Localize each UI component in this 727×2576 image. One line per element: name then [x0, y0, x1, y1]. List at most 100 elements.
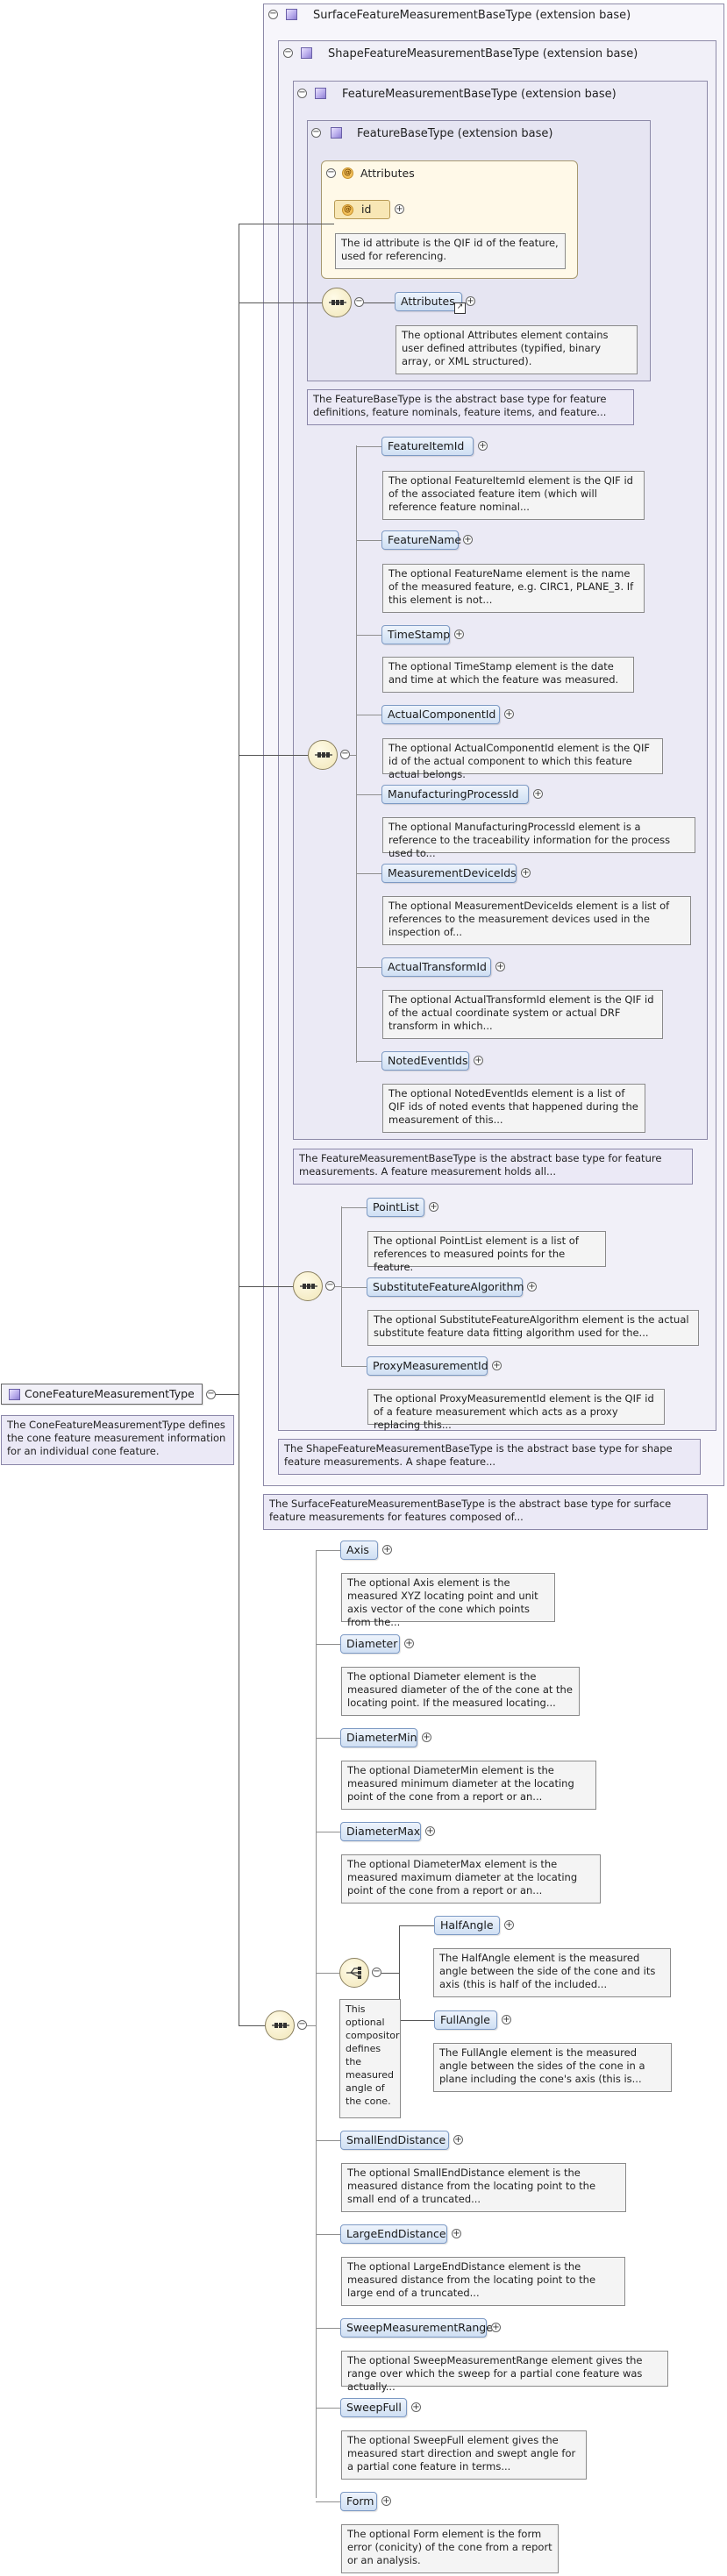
collapse-icon[interactable]: −: [283, 47, 293, 58]
sequence-compositor[interactable]: [308, 740, 338, 770]
type-icon: [301, 47, 312, 59]
collapse-icon[interactable]: −: [372, 1967, 381, 1977]
expand-icon[interactable]: +: [466, 296, 475, 306]
collapse-icon[interactable]: −: [311, 127, 321, 138]
collapse-icon[interactable]: −: [326, 167, 336, 178]
sequence-compositor[interactable]: [322, 288, 352, 317]
element-box[interactable]: FeatureItemId: [381, 437, 474, 456]
attribute-id[interactable]: @ id: [334, 200, 390, 219]
element-box[interactable]: DiameterMax: [340, 1822, 421, 1841]
expand-icon[interactable]: +: [495, 962, 505, 971]
expand-icon[interactable]: +: [422, 1733, 431, 1742]
expand-icon[interactable]: +: [533, 789, 543, 799]
element-doc: The optional FeatureItemId element is th…: [382, 471, 645, 520]
expand-icon[interactable]: +: [502, 2015, 511, 2025]
sequence-compositor[interactable]: [265, 2010, 295, 2040]
element-doc: The FullAngle element is the measured an…: [433, 2043, 672, 2092]
choice-icon: [346, 1967, 361, 1979]
element-box[interactable]: NotedEventIds: [381, 1051, 469, 1071]
choice-doc: This optional compositor defines the mea…: [339, 1999, 401, 2118]
element-box[interactable]: SweepFull: [340, 2398, 407, 2417]
element-doc: The optional LargeEndDistance element is…: [341, 2257, 625, 2306]
root-element[interactable]: ConeFeatureMeasurementType: [1, 1384, 203, 1405]
element-box[interactable]: Diameter: [340, 1634, 400, 1654]
type-icon: [315, 88, 326, 99]
element-box[interactable]: PointList: [367, 1198, 424, 1217]
expand-icon[interactable]: +: [404, 1639, 414, 1648]
expand-icon[interactable]: +: [491, 2323, 501, 2332]
element-box[interactable]: SubstituteFeatureAlgorithm: [367, 1277, 524, 1297]
sequence-icon: [272, 2023, 289, 2028]
extension-title: FeatureBaseType (extension base): [357, 127, 553, 140]
element-doc: The optional TimeStamp element is the da…: [382, 657, 634, 693]
element-doc: The optional SubstituteFeatureAlgorithm …: [367, 1310, 699, 1346]
attribute-id-doc: The id attribute is the QIF id of the fe…: [335, 233, 566, 269]
expand-icon[interactable]: +: [463, 535, 473, 544]
type-icon: [331, 127, 342, 139]
element-doc: The optional DiameterMin element is the …: [341, 1761, 596, 1810]
element-doc: The optional FeatureName element is the …: [382, 564, 645, 613]
element-box[interactable]: Form: [340, 2492, 377, 2511]
expand-icon[interactable]: +: [453, 2135, 463, 2145]
collapse-icon[interactable]: −: [206, 1389, 216, 1399]
element-doc: The optional MeasurementDeviceIds elemen…: [382, 896, 691, 945]
collapse-icon[interactable]: −: [340, 749, 350, 759]
element-doc: The optional SweepMeasurementRange eleme…: [341, 2351, 668, 2393]
expand-icon[interactable]: +: [425, 1826, 435, 1836]
element-box[interactable]: ManufacturingProcessId: [381, 785, 529, 804]
expand-icon[interactable]: +: [504, 709, 514, 719]
element-doc: The optional SweepFull element gives the…: [341, 2430, 587, 2480]
element-box[interactable]: DiameterMin: [340, 1728, 417, 1747]
cursor-icon: ↗: [454, 302, 466, 314]
collapse-icon[interactable]: −: [297, 88, 307, 98]
element-box[interactable]: MeasurementDeviceIds: [381, 864, 517, 883]
element-box[interactable]: FeatureName: [381, 530, 461, 550]
root-element-label: ConeFeatureMeasurementType: [25, 1387, 195, 1400]
attributes-element-doc: The optional Attributes element contains…: [396, 325, 638, 374]
element-doc: The optional Form element is the form er…: [341, 2524, 559, 2573]
extension-title: ShapeFeatureMeasurementBaseType (extensi…: [328, 47, 638, 60]
expand-icon[interactable]: +: [382, 1545, 392, 1555]
collapse-icon[interactable]: −: [268, 9, 278, 19]
surface-doc: The SurfaceFeatureMeasurementBaseType is…: [263, 1494, 708, 1530]
element-box[interactable]: LargeEndDistance: [340, 2224, 447, 2244]
expand-icon[interactable]: +: [504, 1920, 514, 1930]
element-box[interactable]: SmallEndDistance: [340, 2131, 449, 2150]
expand-icon[interactable]: +: [429, 1202, 438, 1212]
element-doc: The optional ActualComponentId element i…: [382, 738, 663, 780]
expand-icon[interactable]: +: [452, 2229, 461, 2238]
element-doc: The optional ActualTransformId element i…: [382, 990, 663, 1039]
element-box[interactable]: ProxyMeasurementId: [367, 1356, 488, 1376]
choice-compositor[interactable]: [339, 1958, 369, 1988]
attribute-icon: @: [342, 167, 353, 179]
element-box[interactable]: FullAngle: [434, 2010, 497, 2030]
element-box[interactable]: SweepMeasurementRange: [340, 2318, 493, 2338]
feature-measurement-doc: The FeatureMeasurementBaseType is the ab…: [293, 1149, 693, 1185]
sequence-compositor[interactable]: [293, 1271, 323, 1301]
element-box[interactable]: TimeStamp: [381, 625, 450, 644]
collapse-icon[interactable]: −: [354, 296, 364, 307]
expand-icon[interactable]: +: [527, 1282, 537, 1292]
collapse-icon[interactable]: −: [297, 2019, 307, 2030]
element-box[interactable]: ActualTransformId: [381, 957, 491, 977]
expand-icon[interactable]: +: [521, 868, 531, 878]
element-box[interactable]: ActualComponentId: [381, 705, 500, 724]
expand-icon[interactable]: +: [478, 441, 488, 451]
extension-title: SurfaceFeatureMeasurementBaseType (exten…: [313, 9, 631, 22]
shape-doc: The ShapeFeatureMeasurementBaseType is t…: [278, 1439, 701, 1475]
collapse-icon[interactable]: −: [325, 1280, 335, 1291]
expand-icon[interactable]: +: [454, 630, 464, 639]
element-box[interactable]: HalfAngle: [434, 1916, 500, 1935]
expand-icon[interactable]: +: [395, 204, 404, 214]
type-icon: [9, 1389, 20, 1400]
type-icon: [286, 9, 297, 20]
expand-icon[interactable]: +: [492, 1361, 502, 1370]
element-doc: The optional SmallEndDistance element is…: [341, 2163, 626, 2212]
attributes-element[interactable]: Attributes: [395, 292, 462, 311]
expand-icon[interactable]: +: [474, 1056, 483, 1065]
expand-icon[interactable]: +: [411, 2402, 421, 2412]
expand-icon[interactable]: +: [381, 2496, 391, 2506]
element-doc: The optional ManufacturingProcessId elem…: [382, 817, 695, 859]
element-box[interactable]: Axis: [340, 1541, 378, 1560]
element-doc: The optional ProxyMeasurementId element …: [367, 1389, 665, 1431]
